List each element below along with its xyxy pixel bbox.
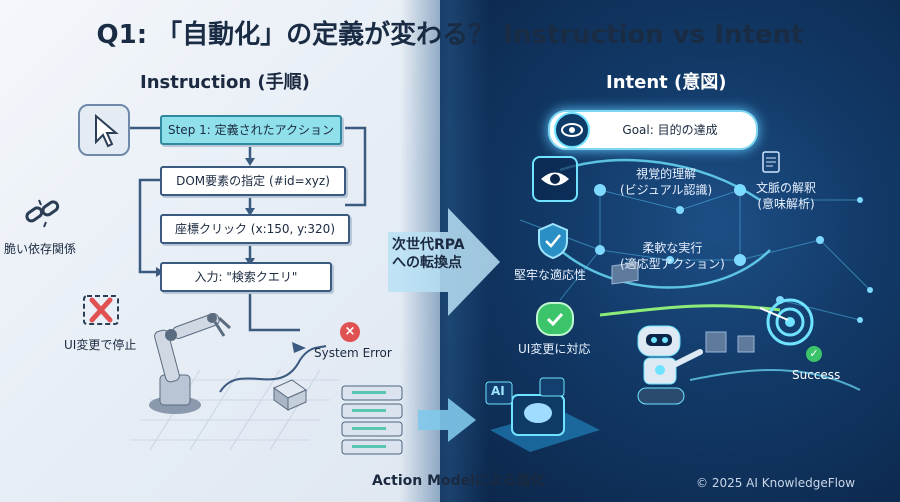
success-path: [599, 304, 781, 317]
step-1-box: Step 1: 定義されたアクション: [160, 115, 342, 145]
error-icon: ×: [340, 322, 360, 342]
intent-heading: Intent (意図): [606, 72, 727, 93]
transition-label: 次世代RPA への転換点: [392, 236, 465, 272]
brain-eye-icon: [554, 112, 590, 148]
flow-curve-low: [689, 369, 861, 391]
context-line2: (意味解析): [757, 197, 815, 211]
flow-curve-bottom: [559, 249, 771, 289]
ai-badge: AI: [491, 384, 505, 398]
broken-chain-icon: [22, 196, 62, 232]
visual-line1: 視覚的理解: [636, 167, 697, 181]
context-interpretation-label: 文脈の解釈 (意味解析): [756, 180, 816, 212]
network-lines: [519, 189, 871, 321]
visual-line2: (ビジュアル認識): [620, 183, 713, 197]
system-error-label: System Error: [314, 346, 392, 360]
eye-icon: [532, 156, 578, 202]
success-label: Success: [792, 368, 841, 382]
evolution-arrow: [418, 398, 476, 442]
network-nodes: [594, 184, 873, 323]
step-input-box: 入力: "検索クエリ": [160, 262, 332, 292]
check-icon: [536, 302, 574, 336]
ui-change-stop-label: UI変更で停止: [64, 338, 137, 352]
ai-robot-graphic: [637, 325, 703, 405]
fragile-dependency-label: 脆い依存関係: [4, 242, 77, 256]
step-click-box: 座標クリック (x:150, y:320): [160, 214, 350, 244]
robot-arm-graphic: [149, 313, 232, 414]
error-path: [219, 345, 327, 393]
goal-label: Goal: 目的の達成: [622, 123, 718, 137]
page-title: Q1: 「自動化」の定義が変わる？ Instruction vs Intent: [96, 20, 804, 50]
server-stack-graphic: [341, 385, 403, 455]
flexible-line1: 柔軟な実行: [642, 241, 703, 255]
instruction-heading: Instruction (手順): [140, 72, 310, 93]
ui-break-icon: [78, 290, 124, 332]
cube-graphic: [272, 379, 308, 411]
cursor-icon: [78, 104, 130, 156]
flexible-execution-label: 柔軟な実行 (適応型アクション): [620, 240, 725, 272]
ai-chip-graphic: [485, 377, 600, 452]
transition-label-line1: 次世代RPA: [392, 237, 465, 253]
flexible-line2: (適応型アクション): [620, 257, 725, 271]
floating-cubes: [611, 261, 755, 353]
target-graphic: [759, 298, 814, 346]
ui-change-adapt-label: UI変更に対応: [518, 342, 591, 356]
flow-curve-top: [559, 158, 761, 202]
step-connectors: [138, 126, 367, 332]
transition-arrow: [388, 208, 500, 316]
evolution-label: Action Modelによる進化: [372, 473, 545, 489]
success-check-icon: ✓: [806, 346, 822, 362]
document-icon: [760, 150, 784, 174]
step-dom-box: DOM要素の指定 (#id=xyz): [160, 166, 346, 196]
robust-adaptability-label: 堅牢な適応性: [514, 268, 587, 282]
visual-understanding-label: 視覚的理解 (ビジュアル認識): [620, 166, 712, 198]
transition-label-line2: への転換点: [392, 255, 462, 271]
shield-icon: [536, 222, 570, 260]
copyright-label: © 2025 AI KnowledgeFlow: [696, 476, 856, 490]
context-line1: 文脈の解釈: [756, 181, 817, 195]
